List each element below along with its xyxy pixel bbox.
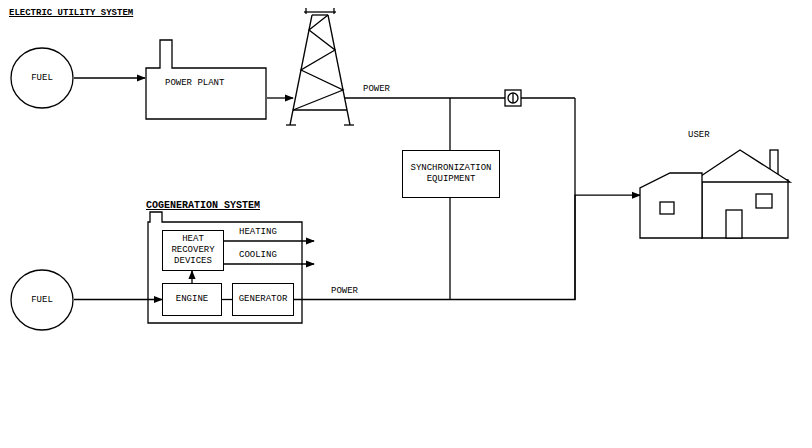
node-body: ENGINE (163, 284, 221, 315)
process-box: SYNCHRONIZATION EQUIPMENT (402, 150, 500, 198)
node-body: HEAT RECOVERY DEVICES (163, 231, 223, 270)
process-box: HEAT RECOVERY DEVICES (162, 230, 224, 271)
power-line (449, 198, 450, 300)
node-body: SYNCHRONIZATION EQUIPMENT (403, 151, 499, 197)
user-house-outline (640, 128, 790, 240)
node-label: POWER PLANT (165, 78, 224, 89)
transmission-tower (286, 8, 354, 125)
power-line (449, 98, 450, 150)
section-heading: COGENERATION SYSTEM (146, 200, 260, 211)
heat-arrow (222, 240, 314, 241)
connector (222, 299, 232, 300)
line-label: POWER (362, 84, 391, 95)
process-box: GENERATOR (232, 283, 294, 316)
fuel-circle: FUEL (10, 269, 74, 331)
process-box: ENGINE (162, 283, 222, 316)
power-line (267, 97, 293, 98)
node-body: GENERATOR (233, 284, 293, 315)
section-heading: ELECTRIC UTILITY SYSTEM (8, 8, 134, 19)
connector (294, 195, 640, 299)
meter-symbol (505, 90, 521, 106)
connector (74, 77, 145, 78)
node-label: FUEL (31, 73, 53, 84)
node-body: FUEL (10, 47, 74, 109)
connector (191, 271, 192, 283)
node-label: ENGINE (176, 294, 208, 305)
node-label: SYNCHRONIZATION EQUIPMENT (406, 163, 496, 185)
fuel-circle: FUEL (10, 47, 74, 109)
node-body: FUEL (10, 269, 74, 331)
power-line (521, 97, 575, 98)
edge-label: POWER (330, 286, 359, 297)
cool-arrow (222, 263, 314, 264)
power-plant: POWER PLANT (145, 38, 267, 120)
line-label: COOLING (238, 250, 278, 261)
cogeneration-housing: COGENERATION SYSTEM HEAT RECOVERY DEVICES… (140, 200, 310, 324)
connector (74, 299, 162, 300)
line-label: HEATING (238, 227, 278, 238)
user-house: USER (640, 128, 790, 240)
node-label: HEAT RECOVERY DEVICES (166, 234, 220, 267)
node-label: USER (688, 130, 710, 141)
node-label: FUEL (31, 295, 53, 306)
node-label: GENERATOR (239, 294, 288, 305)
power-line (345, 97, 505, 98)
